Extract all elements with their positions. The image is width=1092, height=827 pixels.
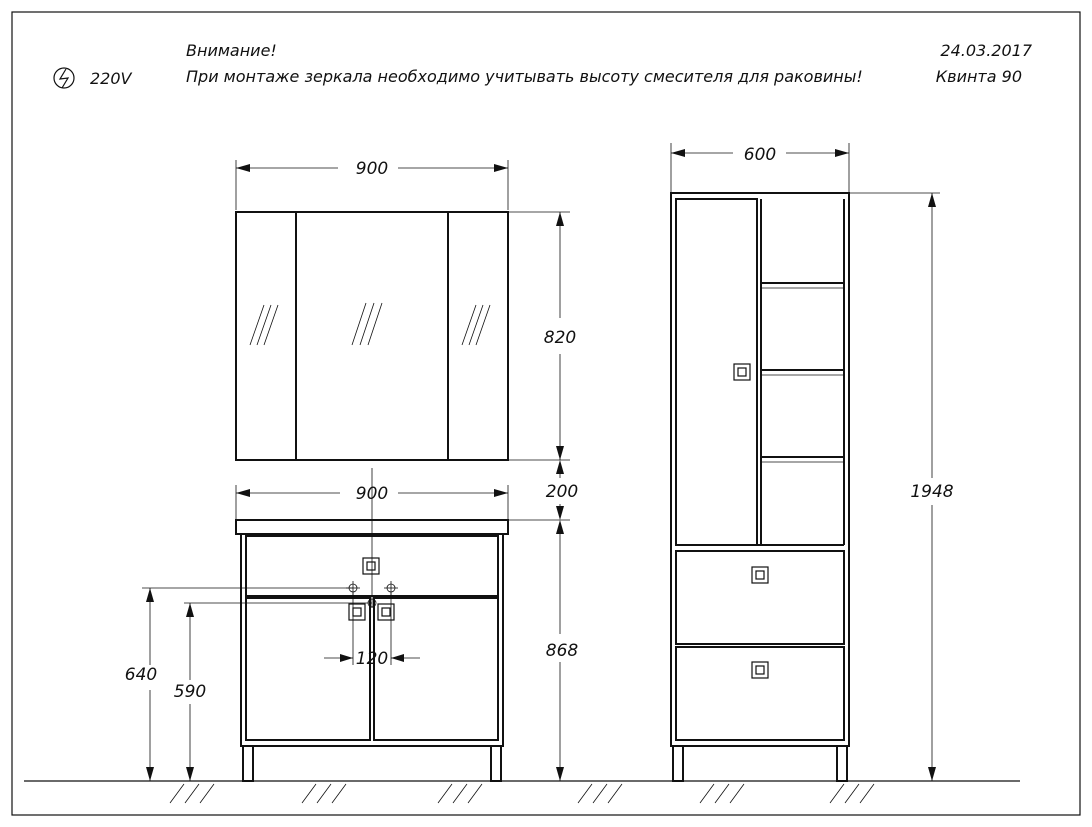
- column-width-label: 600: [744, 145, 776, 165]
- dim-tap-spacing: [324, 592, 420, 665]
- vanity-left-door-handle-icon: [348, 603, 366, 621]
- mirror-glare-left-icon: [249, 304, 279, 346]
- tap-height-outer-label: 640: [125, 665, 157, 685]
- vanity-leg-right: [490, 745, 502, 782]
- vanity-right-door-handle-icon: [377, 603, 395, 621]
- mirror-width-label: 900: [356, 159, 388, 179]
- tall-column: [670, 192, 850, 782]
- dim-vanity-width: [235, 485, 509, 519]
- power-label: 220V: [90, 69, 133, 88]
- drawing-frame: [11, 11, 1081, 816]
- column-drawer1-handle-icon: [751, 566, 769, 584]
- vanity-unit: [235, 519, 570, 782]
- column-leg-left: [672, 745, 684, 782]
- floor-hatch-icon: [169, 783, 875, 804]
- dim-tap-height-outer: [142, 587, 353, 781]
- drawing-date: 24.03.2017: [940, 41, 1032, 60]
- column-drawer2-handle-icon: [751, 661, 769, 679]
- mirror-height-label: 820: [544, 328, 576, 348]
- dim-gap: [556, 460, 564, 520]
- mirror-glare-right-icon: [461, 304, 491, 346]
- warning-title: Внимание!: [186, 41, 277, 60]
- tap-height-inner-label: 590: [174, 682, 206, 702]
- column-leg-right: [836, 745, 848, 782]
- column-door-handle-icon: [733, 363, 751, 381]
- vanity-leg-left: [242, 745, 254, 782]
- mirror-cabinet: [235, 211, 509, 461]
- vanity-width-label: 900: [356, 484, 388, 504]
- column-height-label: 1948: [910, 482, 953, 502]
- tap-spacing-label: 120: [356, 649, 388, 669]
- dim-mirror-height: [508, 211, 570, 461]
- mirror-glare-center-icon: [351, 302, 383, 346]
- vanity-height-label: 868: [546, 641, 579, 661]
- power-icon: [53, 67, 75, 89]
- model-name: Квинта 90: [936, 67, 1022, 86]
- vanity-drawer-handle-icon: [362, 557, 380, 575]
- gap-label: 200: [546, 482, 578, 502]
- dim-tap-height-inner: [184, 602, 372, 781]
- dim-mirror-width: [235, 160, 509, 210]
- dim-column-width: [670, 143, 850, 192]
- dim-column-height: [849, 192, 940, 781]
- warning-text: При монтаже зеркала необходимо учитывать…: [186, 67, 863, 86]
- dim-vanity-height: [556, 520, 564, 781]
